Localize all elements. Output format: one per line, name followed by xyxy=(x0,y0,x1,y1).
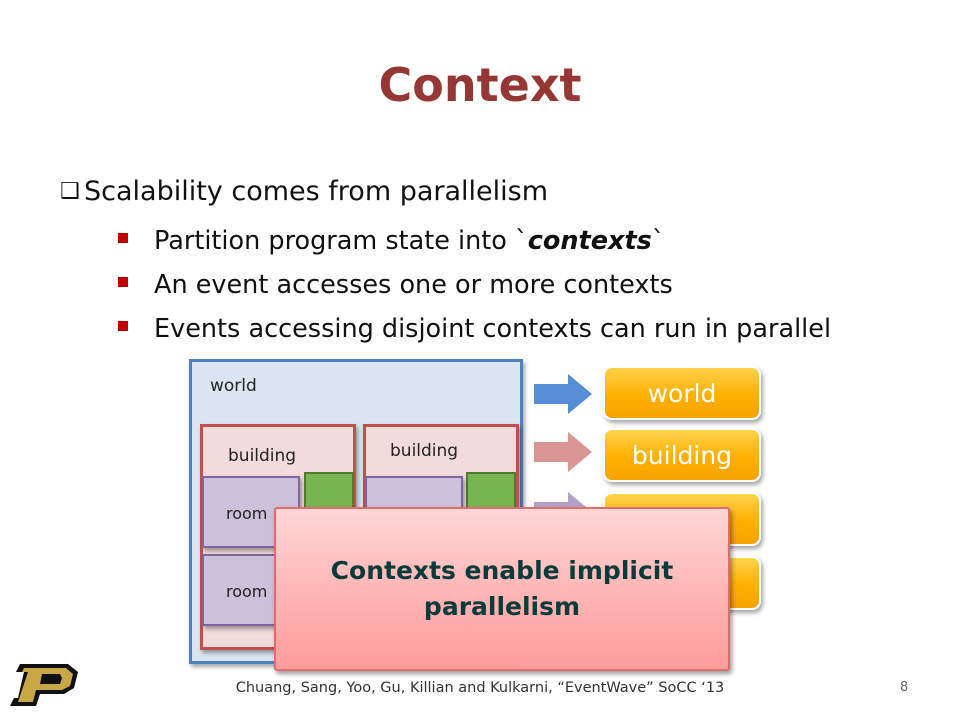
sub-bullet-text: Events accessing disjoint contexts can r… xyxy=(154,314,832,344)
callout-line: Contexts enable implicit xyxy=(330,555,674,585)
checkbox-bullet-icon: ❑ xyxy=(60,179,80,204)
sub-bullet-emphasis: contexts xyxy=(527,226,652,256)
callout-line: parallelism xyxy=(423,592,581,621)
square-bullet-icon xyxy=(118,233,128,243)
footer-citation: Chuang, Sang, Yoo, Gu, Killian and Kulka… xyxy=(235,680,725,696)
room-context-label: room xyxy=(226,504,268,523)
building-context-label: building xyxy=(228,446,297,466)
square-bullet-icon xyxy=(118,321,128,331)
right-arrow-icon xyxy=(534,374,592,414)
callout-box: Contexts enable implicit parallelism xyxy=(274,507,730,671)
sub-bullet-text: An event accesses one or more contexts xyxy=(154,270,673,300)
legend-world: world xyxy=(603,366,761,420)
right-arrow-icon xyxy=(534,432,592,472)
sub-bullet: Events accessing disjoint contexts can r… xyxy=(118,314,831,344)
sub-bullet: An event accesses one or more contexts xyxy=(118,270,673,300)
square-bullet-icon xyxy=(118,277,128,287)
sub-bullet: Partition program state into `contexts` xyxy=(118,226,665,256)
legend-building: building xyxy=(603,428,761,482)
callout-text: Contexts enable implicit parallelism xyxy=(331,553,674,626)
legend-world-label: world xyxy=(647,378,717,408)
main-bullet: ❑Scalability comes from parallelism xyxy=(60,176,548,207)
room-context-label: room xyxy=(226,582,268,601)
building-context-label: building xyxy=(390,441,459,461)
slide-title: Context xyxy=(378,58,582,112)
purdue-p-logo xyxy=(10,664,78,706)
sub-bullet-text: Partition program state into ` xyxy=(154,226,528,256)
main-bullet-text: Scalability comes from parallelism xyxy=(84,176,549,207)
page-number: 8 xyxy=(900,680,909,695)
sub-bullet-text-end: ` xyxy=(651,226,665,256)
world-context-label: world xyxy=(210,376,257,396)
legend-building-label: building xyxy=(631,440,733,470)
